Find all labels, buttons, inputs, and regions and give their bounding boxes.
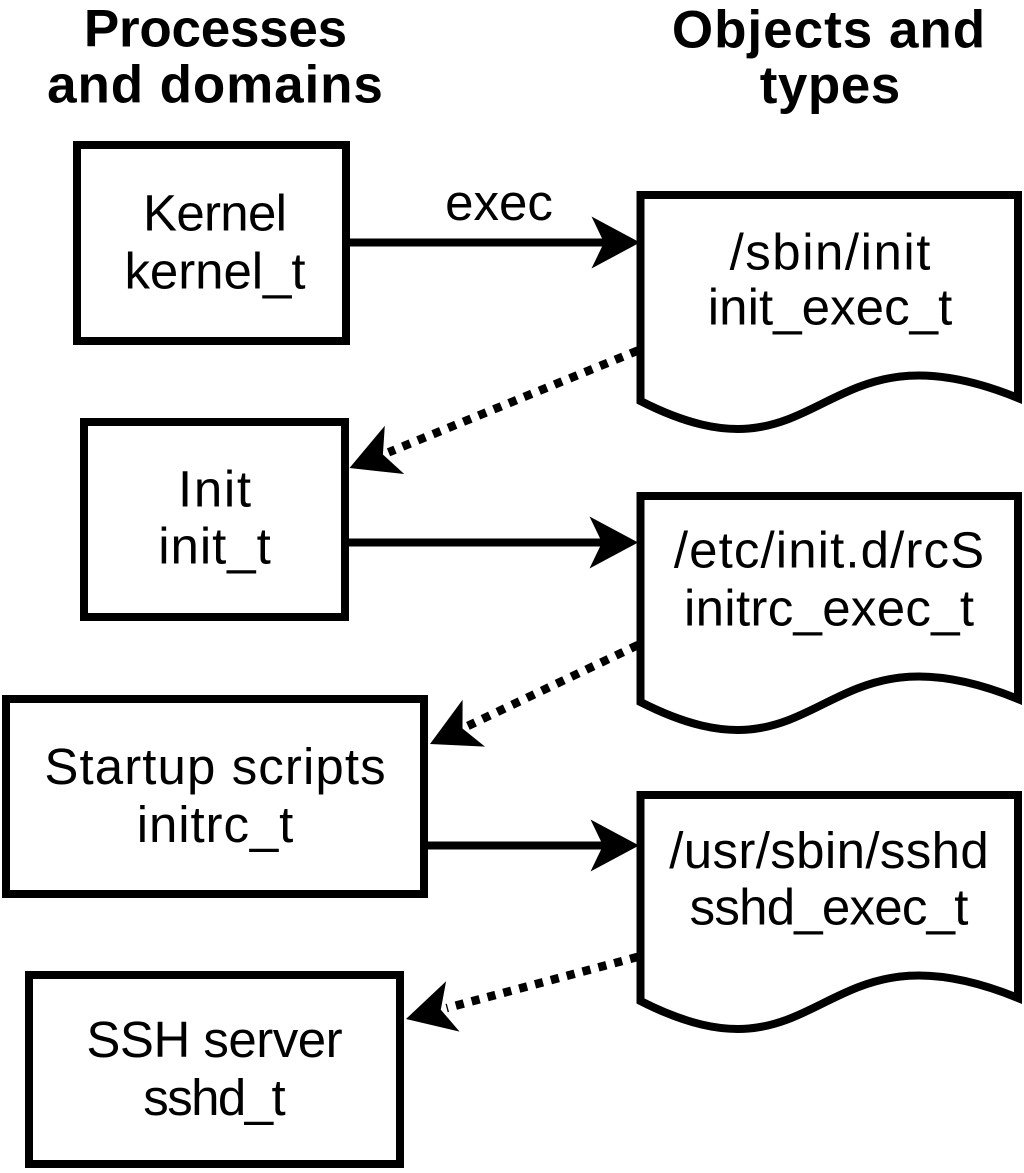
svg-text:types: types — [760, 56, 900, 115]
svg-text:exec: exec — [445, 174, 553, 231]
svg-text:/etc/init.d/rcS: /etc/init.d/rcS — [674, 522, 984, 579]
svg-text:Init: Init — [178, 461, 251, 518]
svg-text:sshd_exec_t: sshd_exec_t — [690, 879, 969, 936]
svg-text:initrc_t: initrc_t — [137, 796, 294, 853]
svg-text:sshd_t: sshd_t — [143, 1069, 285, 1126]
svg-text:Processes: Processes — [84, 0, 347, 59]
svg-text:Objects and: Objects and — [672, 1, 985, 60]
svg-text:Startup scripts: Startup scripts — [44, 738, 385, 795]
svg-text:Kernel: Kernel — [143, 185, 287, 242]
svg-text:initrc_exec_t: initrc_exec_t — [684, 580, 974, 637]
svg-text:init_t: init_t — [158, 518, 271, 575]
svg-text:init_exec_t: init_exec_t — [708, 279, 953, 336]
svg-text:/usr/sbin/sshd: /usr/sbin/sshd — [669, 822, 989, 879]
svg-text:SSH server: SSH server — [86, 1011, 342, 1068]
svg-text:/sbin/init: /sbin/init — [730, 224, 931, 281]
svg-text:and domains: and domains — [47, 56, 383, 115]
svg-text:kernel_t: kernel_t — [125, 243, 306, 300]
